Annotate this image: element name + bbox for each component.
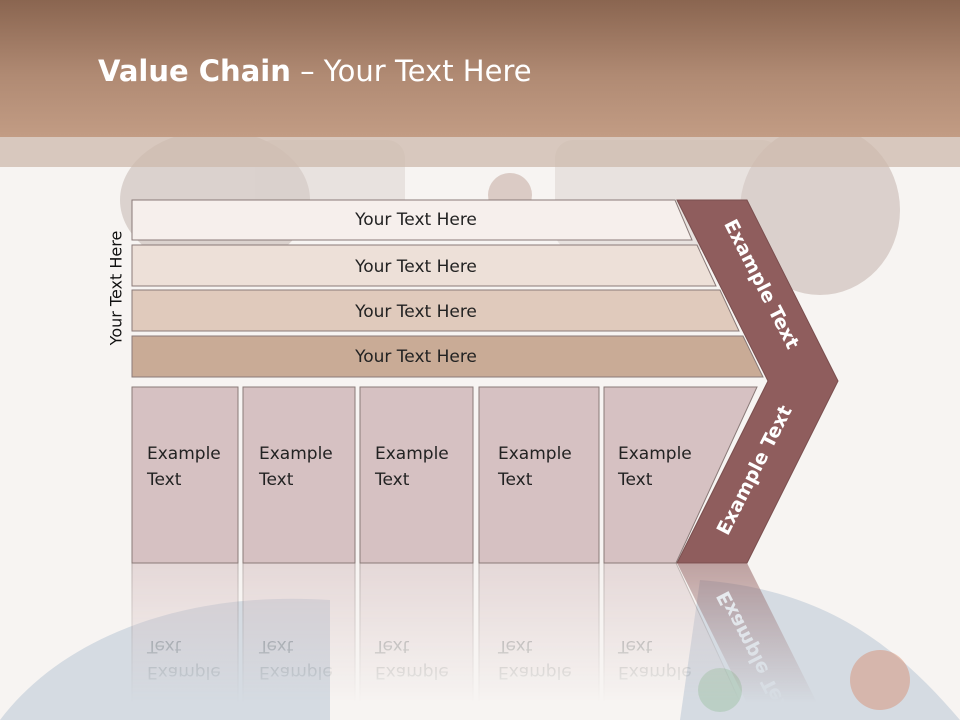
reflection-column-4 xyxy=(478,562,600,720)
column-1-line2: Text xyxy=(146,470,182,490)
header-band xyxy=(0,0,960,137)
column-group: Example Text Example Text Example Text E… xyxy=(131,386,758,564)
bar-1-label: Your Text Here xyxy=(354,210,477,230)
reflection-column-2 xyxy=(242,562,356,720)
reflection-arrow xyxy=(677,563,826,720)
bar-1[interactable] xyxy=(131,199,693,241)
title-bold: Value Chain xyxy=(98,54,291,88)
bar-2-label: Your Text Here xyxy=(354,257,477,277)
reflection-col-5-line2: Text xyxy=(617,636,653,656)
reflection-col-1-line2: Text xyxy=(146,636,182,656)
reflection-column-1 xyxy=(131,562,239,720)
reflection-col-2-line2: Text xyxy=(258,636,294,656)
column-2-line2: Text xyxy=(258,470,294,490)
column-5-line1: Example xyxy=(618,444,692,464)
header-strip xyxy=(0,137,960,167)
reflection-col-3-line2: Text xyxy=(374,636,410,656)
reflection-col-4-line2: Text xyxy=(497,636,533,656)
column-3-line1: Example xyxy=(375,444,449,464)
reflection-column-3 xyxy=(359,562,474,720)
reflection-column-5 xyxy=(603,562,749,720)
reflection-col-4-line1: Example xyxy=(498,662,572,682)
column-5-line2: Text xyxy=(617,470,653,490)
bar-3[interactable] xyxy=(131,289,740,332)
column-2[interactable] xyxy=(242,386,356,564)
bar-2[interactable] xyxy=(131,244,717,287)
column-3[interactable] xyxy=(359,386,474,564)
bar-group: Your Text Here Your Text Here Your Text … xyxy=(131,199,764,378)
column-4-line1: Example xyxy=(498,444,572,464)
reflection-col-2-line1: Example xyxy=(259,662,333,682)
bar-4[interactable] xyxy=(131,335,764,378)
column-1[interactable] xyxy=(131,386,239,564)
reflection: Example Text Example Text Example Text E… xyxy=(131,562,826,720)
column-1-line1: Example xyxy=(147,444,221,464)
bar-4-label: Your Text Here xyxy=(354,347,477,367)
column-3-line2: Text xyxy=(374,470,410,490)
reflection-col-5-line1: Example xyxy=(618,662,692,682)
column-4-line2: Text xyxy=(497,470,533,490)
title-rest: – Your Text Here xyxy=(290,54,532,88)
reflection-col-1-line1: Example xyxy=(147,662,221,682)
bar-3-label: Your Text Here xyxy=(354,302,477,322)
column-2-line1: Example xyxy=(259,444,333,464)
reflection-col-3-line1: Example xyxy=(375,662,449,682)
column-4[interactable] xyxy=(478,386,600,564)
slide-title: Value Chain – Your Text Here xyxy=(98,54,532,88)
